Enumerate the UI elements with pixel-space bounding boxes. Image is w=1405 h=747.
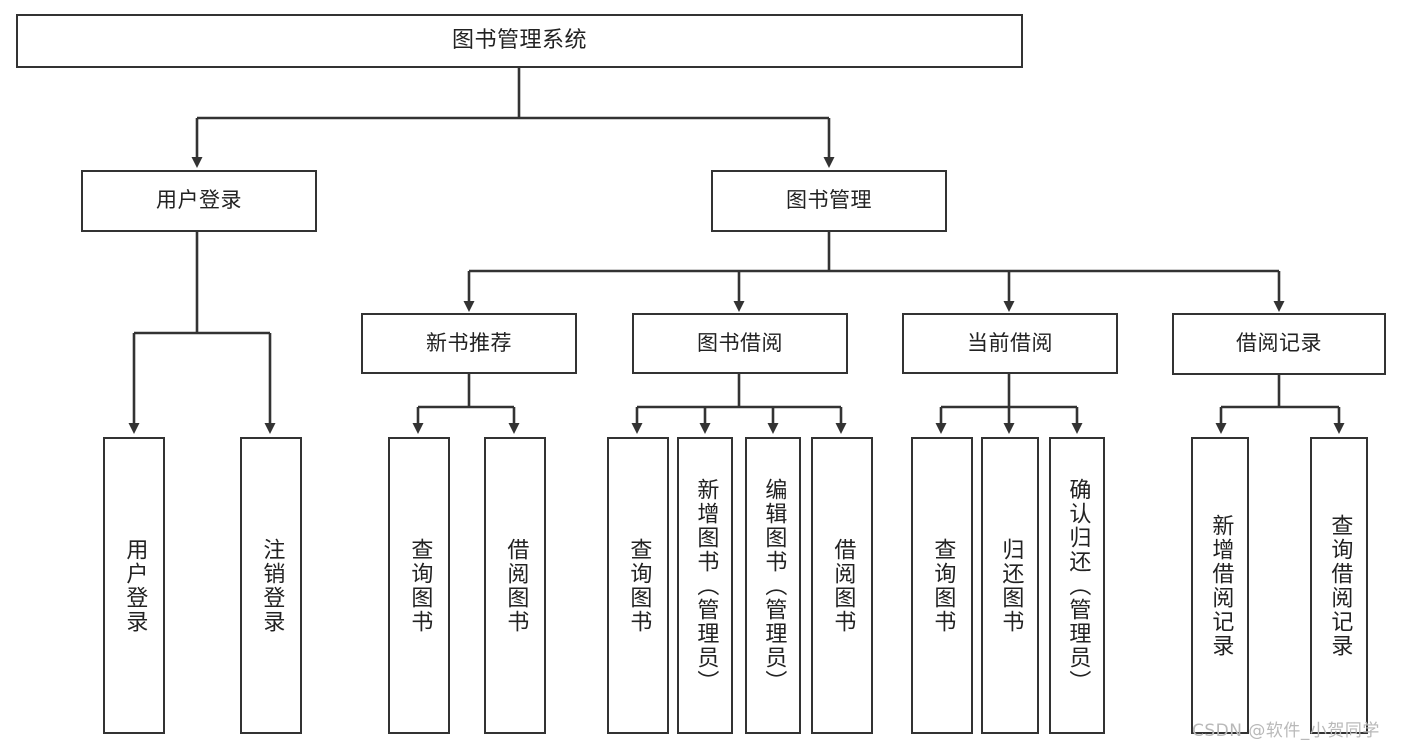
- csdn-watermark: CSDN @软件_小贺同学: [1192, 721, 1380, 741]
- node-user-login[interactable]: 用户登录: [81, 170, 317, 232]
- node-label: 图书借阅: [697, 330, 783, 355]
- node-label: 当前借阅: [967, 330, 1053, 355]
- node-borrow-record[interactable]: 借阅记录: [1172, 313, 1386, 375]
- leaf-query-book-borrow[interactable]: 查询图书: [607, 437, 669, 734]
- leaf-add-borrow-record[interactable]: 新增借阅记录: [1191, 437, 1249, 734]
- node-new-book-recommend[interactable]: 新书推荐: [361, 313, 577, 374]
- node-current-borrow[interactable]: 当前借阅: [902, 313, 1118, 374]
- node-book-management[interactable]: 图书管理: [711, 170, 947, 232]
- leaf-confirm-return-admin[interactable]: 确认归还（管理员）: [1049, 437, 1105, 734]
- node-label: 查询图书: [930, 537, 956, 634]
- node-label: 新书推荐: [426, 330, 512, 355]
- node-label: 借阅图书: [830, 537, 856, 634]
- leaf-edit-book-admin[interactable]: 编辑图书（管理员）: [745, 437, 801, 734]
- node-label: 确认归还（管理员）: [1065, 477, 1091, 694]
- leaf-return-book[interactable]: 归还图书: [981, 437, 1039, 734]
- node-label: 图书管理系统: [451, 27, 587, 53]
- leaf-logout-login[interactable]: 注销登录: [240, 437, 302, 734]
- node-label: 注销登录: [259, 537, 285, 634]
- leaf-borrow-book[interactable]: 借阅图书: [811, 437, 873, 734]
- node-label: 借阅图书: [503, 537, 529, 634]
- node-root-system[interactable]: 图书管理系统: [16, 14, 1023, 68]
- node-book-borrow[interactable]: 图书借阅: [632, 313, 848, 374]
- node-label: 查询图书: [626, 537, 652, 634]
- node-label: 归还图书: [998, 537, 1024, 634]
- node-label: 查询图书: [407, 537, 433, 634]
- node-label: 新增借阅记录: [1208, 513, 1234, 658]
- node-label: 用户登录: [156, 188, 242, 213]
- node-label: 用户登录: [122, 537, 148, 634]
- node-label: 新增图书（管理员）: [693, 477, 719, 694]
- node-label: 图书管理: [786, 188, 872, 213]
- leaf-query-book-recommend[interactable]: 查询图书: [388, 437, 450, 734]
- leaf-add-book-admin[interactable]: 新增图书（管理员）: [677, 437, 733, 734]
- leaf-query-borrow-record[interactable]: 查询借阅记录: [1310, 437, 1368, 734]
- leaf-user-login[interactable]: 用户登录: [103, 437, 165, 734]
- node-label: 查询借阅记录: [1327, 513, 1353, 658]
- node-label: 借阅记录: [1236, 331, 1322, 356]
- leaf-borrow-book-recommend[interactable]: 借阅图书: [484, 437, 546, 734]
- node-label: 编辑图书（管理员）: [761, 477, 787, 694]
- leaf-query-book-current[interactable]: 查询图书: [911, 437, 973, 734]
